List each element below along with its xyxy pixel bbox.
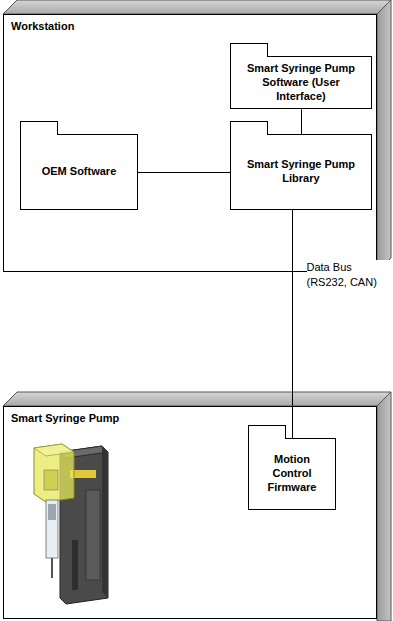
package-box: Smart Syringe Pump Library <box>230 134 372 210</box>
package-name: Motion Control Firmware <box>255 453 329 494</box>
node-side-face <box>377 392 391 621</box>
connector-line <box>292 210 293 438</box>
pump-illustration <box>34 444 108 604</box>
node-front-face <box>4 407 377 619</box>
node-top-face <box>3 392 391 406</box>
node-side-face <box>377 0 391 272</box>
package-tab <box>230 121 268 135</box>
deployment-node: WorkstationSmart Syringe Pump Software (… <box>3 14 377 272</box>
package-name: Smart Syringe Pump Library <box>237 158 365 186</box>
package-name: OEM Software <box>42 165 117 179</box>
node-title: Smart Syringe Pump <box>11 412 119 424</box>
package-box: Motion Control Firmware <box>248 438 336 510</box>
deployment-node: Smart Syringe PumpMotion Control Firmwar… <box>3 406 377 619</box>
connector-line <box>301 109 302 134</box>
package-box: OEM Software <box>20 134 138 210</box>
connector-line <box>138 172 230 173</box>
node-title: Workstation <box>11 20 74 32</box>
node-top-face <box>3 0 391 14</box>
package-tab <box>230 43 268 57</box>
connector-label: Data Bus (RS232, CAN) <box>307 260 391 290</box>
package-box: Smart Syringe Pump Software (User Interf… <box>230 56 372 109</box>
package-tab <box>20 121 58 135</box>
package-tab <box>248 425 286 439</box>
package-name: Smart Syringe Pump Software (User Interf… <box>237 62 365 103</box>
node-front-face <box>4 15 377 272</box>
